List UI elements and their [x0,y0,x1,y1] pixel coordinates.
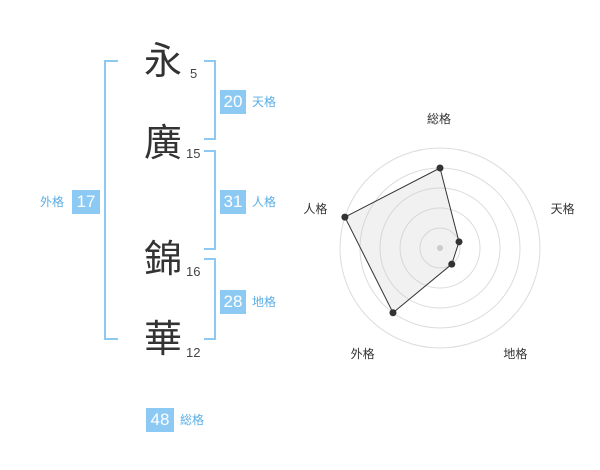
chikaku-bracket [204,258,216,340]
stroke-count-3: 16 [186,264,201,279]
radar-polygon [344,167,460,314]
radar-axis-label-3: 外格 [350,347,375,362]
radar-point-0 [436,164,444,172]
radar-ring-3 [379,187,501,309]
jinkaku-bracket [204,150,216,250]
radar-axis-label-0: 総格 [427,112,452,126]
radar-axis-label-2: 地格 [503,347,528,362]
stroke-count-1: 5 [190,66,198,81]
radar-ring-1 [419,227,461,269]
soukaku-label: 総格 [180,413,205,427]
gaikaku-value: 17 [72,190,100,214]
name-char-3: 錦 [143,237,182,281]
tenkaku-bracket [204,60,216,140]
jinkaku-value: 31 [220,190,246,214]
radar-point-1 [455,238,463,246]
radar-axis-label-1: 天格 [550,201,575,216]
stroke-count-4: 12 [186,345,201,360]
gaikaku-bracket [104,60,118,340]
radar-axis-label-4: 人格 [303,201,328,216]
chikaku-value: 28 [220,290,246,314]
name-char-4: 華 [143,317,182,361]
chikaku-label: 地格 [252,295,277,309]
gaikaku-label: 外格 [40,195,65,209]
name-char-2: 廣 [143,121,182,165]
radar-point-2 [448,260,456,268]
radar-point-4 [341,213,349,221]
radar-point-3 [389,309,397,317]
jinkaku-label: 人格 [252,195,277,209]
tenkaku-label: 天格 [252,95,277,109]
tenkaku-value: 20 [220,90,246,114]
radar-center-dot [437,245,443,251]
soukaku-value: 48 [146,408,174,432]
radar-ring-2 [399,207,481,289]
name-char-1: 永 [143,39,182,83]
stroke-count-2: 15 [186,146,201,161]
